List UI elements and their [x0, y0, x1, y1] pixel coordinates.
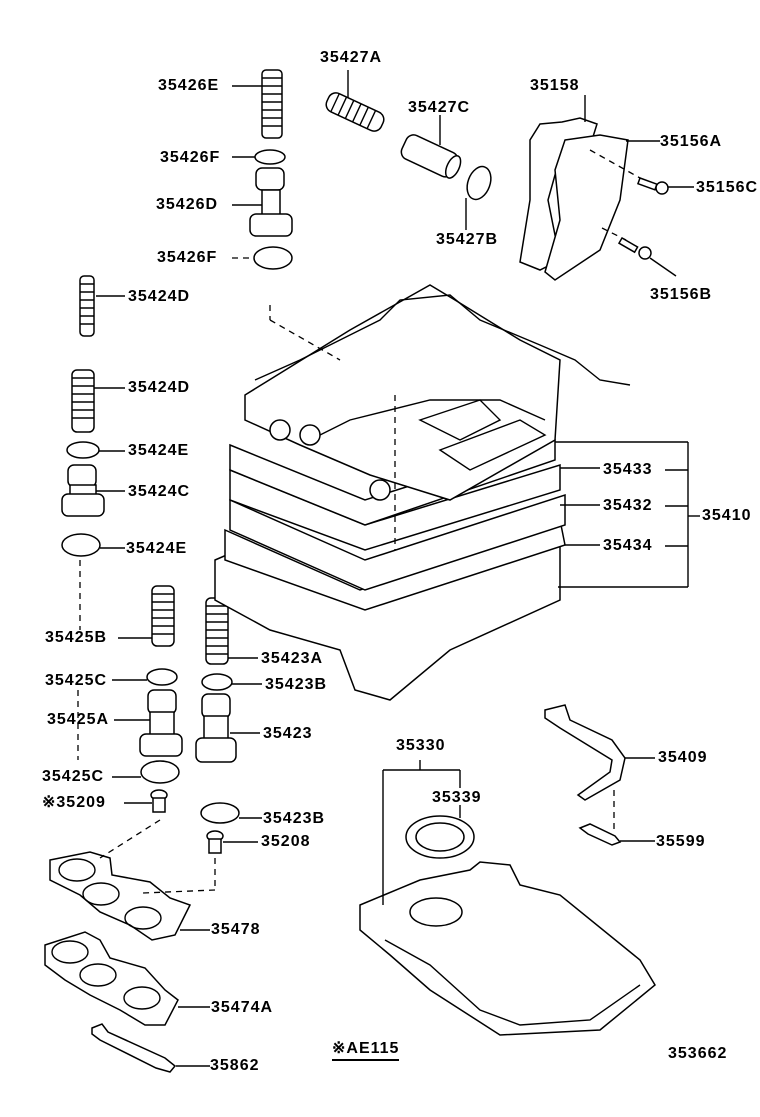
o-ring-35423b-top	[201, 673, 233, 691]
plug-35209	[150, 789, 168, 813]
footnote-text: AE115	[346, 1040, 400, 1057]
callout-35339: 35339	[432, 789, 482, 806]
callout-35478: 35478	[211, 921, 261, 938]
callout-35208: 35208	[261, 833, 311, 850]
callout-35474a: 35474A	[211, 999, 274, 1016]
spring-35425b	[151, 585, 175, 647]
callout-35410: 35410	[702, 507, 752, 524]
plate-35474a	[44, 931, 179, 1026]
spring-35423a	[205, 597, 229, 665]
callout-35409: 35409	[658, 749, 708, 766]
spring-35427a	[325, 92, 385, 132]
callout-35209: ※35209	[42, 794, 106, 811]
callout-35426d: 35426D	[156, 196, 219, 213]
callout-35424d-mid: 35424D	[128, 379, 191, 396]
callout-35424e-top: 35424E	[128, 442, 190, 459]
callout-35156b: 35156B	[650, 286, 713, 303]
callout-35426e: 35426E	[158, 77, 220, 94]
spring-35424d-mid	[71, 369, 95, 433]
callout-35330: 35330	[396, 737, 446, 754]
bolt-35156b	[601, 227, 652, 260]
plate-35156a	[544, 134, 629, 281]
callout-35425a: 35425A	[47, 711, 110, 728]
callout-35424e-bottom: 35424E	[126, 540, 188, 557]
callout-35427a: 35427A	[320, 49, 383, 66]
callout-35156a: 35156A	[660, 133, 723, 150]
callout-35425c-top: 35425C	[45, 672, 108, 689]
plate-35158	[519, 117, 598, 271]
plug-35423	[195, 693, 237, 763]
diagram-reference-number: 353662	[668, 1045, 728, 1062]
o-ring-35426f-top	[254, 149, 286, 165]
callout-35599: 35599	[656, 833, 706, 850]
callout-35423b-top: 35423B	[265, 676, 328, 693]
footnote-note: ※AE115	[332, 1040, 400, 1061]
o-ring-35423b-bottom	[200, 802, 240, 824]
callout-35425b: 35425B	[45, 629, 108, 646]
callout-35423: 35423	[263, 725, 313, 742]
callout-35158: 35158	[530, 77, 580, 94]
reference-mark-icon: ※	[332, 1040, 347, 1057]
o-ring-35424e-bottom	[61, 533, 101, 557]
o-ring-35426f-bottom	[253, 246, 293, 270]
plug-35425a	[139, 689, 183, 757]
o-ring-35424e-top	[66, 441, 100, 459]
clip-35599	[578, 823, 622, 846]
callout-35156c: 35156C	[696, 179, 759, 196]
plug-35426d	[249, 167, 293, 237]
plug-35424c	[61, 464, 105, 517]
callout-35424d-top: 35424D	[128, 288, 191, 305]
callout-35434: 35434	[603, 537, 653, 554]
o-ring-35427b	[466, 165, 492, 201]
callout-35862: 35862	[210, 1057, 260, 1074]
spring-35426e	[261, 69, 283, 139]
valve-body-35410	[214, 284, 631, 701]
strap-35862	[91, 1023, 177, 1073]
callout-35432: 35432	[603, 497, 653, 514]
callout-35423a: 35423A	[261, 650, 324, 667]
callout-35426f-bottom: 35426F	[157, 249, 218, 266]
callout-35426f-top: 35426F	[160, 149, 221, 166]
gasket-35339	[405, 815, 475, 859]
bolt-35156c	[589, 149, 669, 195]
bracket-35409	[544, 704, 626, 801]
callout-35433: 35433	[603, 461, 653, 478]
callout-35427b: 35427B	[436, 231, 499, 248]
o-ring-35425c-top	[146, 668, 178, 686]
o-ring-35425c-bottom	[140, 760, 180, 784]
spring-35424d-top	[79, 275, 95, 337]
plug-35427c	[400, 134, 462, 179]
plug-35208	[206, 830, 224, 854]
callout-35424c: 35424C	[128, 483, 191, 500]
gasket-35478	[49, 851, 192, 941]
callout-35425c-bottom: 35425C	[42, 768, 105, 785]
callout-35427c: 35427C	[408, 99, 471, 116]
oil-strainer-35330	[359, 861, 656, 1036]
callout-35423b-bottom: 35423B	[263, 810, 326, 827]
